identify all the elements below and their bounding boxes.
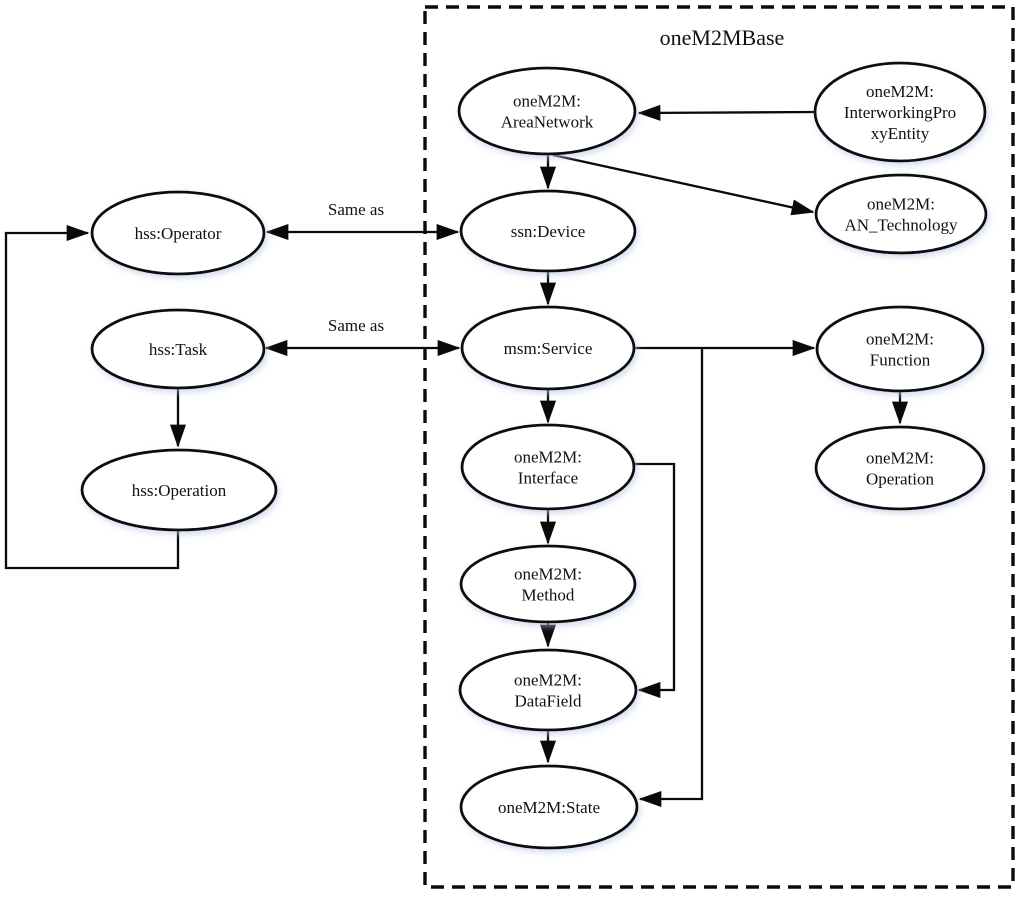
edge-interworkingproxyentity-to-areanetwork xyxy=(637,104,816,121)
node-label-oneM2M-Operation: oneM2M:Operation xyxy=(866,449,934,489)
node-oneM2M-AN_Technology: oneM2M:AN_Technology xyxy=(814,173,988,255)
edges-layer: Same as Same as xyxy=(4,104,909,808)
node-ellipse-ssn-Device xyxy=(459,189,637,273)
node-label-oneM2M-State: oneM2M:State xyxy=(498,798,600,817)
node-label-oneM2M-Interface: oneM2M:Interface xyxy=(514,448,582,488)
container-title: oneM2MBase xyxy=(660,25,785,50)
node-ellipse-oneM2M-Function xyxy=(815,305,985,393)
node-ssn-Device: ssn:Device xyxy=(459,189,637,273)
node-ellipse-oneM2M-DataField xyxy=(458,648,638,732)
node-ellipse-oneM2M-Method xyxy=(459,544,637,624)
node-hss-Task: hss:Task xyxy=(90,308,266,390)
onem2mbase-container-box xyxy=(423,5,1015,889)
node-label-oneM2M-AreaNetwork: oneM2M:AreaNetwork xyxy=(501,92,594,132)
node-hss-Operator: hss:Operator xyxy=(90,190,266,276)
node-ellipse-oneM2M-State xyxy=(459,764,639,850)
node-ellipse-hss-Task xyxy=(90,308,266,390)
edge-areanetwork-to-antechnology xyxy=(552,153,815,216)
edge-label-operator-sameas-device: Same as xyxy=(328,200,384,219)
node-oneM2M-Function: oneM2M:Function xyxy=(815,305,985,393)
node-label-ssn-Device: ssn:Device xyxy=(511,222,586,241)
node-oneM2M-Method: oneM2M:Method xyxy=(459,544,637,624)
node-ellipse-oneM2M-AN_Technology xyxy=(814,173,988,255)
node-ellipse-hss-Operator xyxy=(90,190,266,276)
node-label-oneM2M-AN_Technology: oneM2M:AN_Technology xyxy=(844,195,958,235)
node-label-oneM2M-DataField: oneM2M:DataField xyxy=(514,671,582,711)
node-hss-Operation: hss:Operation xyxy=(80,448,278,532)
nodes-layer: oneM2M:AreaNetwork oneM2M:InterworkingPro… xyxy=(80,61,988,850)
node-ellipse-msm-Service xyxy=(460,305,636,391)
node-label-oneM2M-Function: oneM2M:Function xyxy=(866,330,934,370)
edge-interface-to-datafield xyxy=(631,462,676,699)
node-label-hss-Operator: hss:Operator xyxy=(135,224,222,243)
edge-service-to-state xyxy=(638,348,704,808)
node-oneM2M-State: oneM2M:State xyxy=(459,764,639,850)
node-ellipse-oneM2M-AreaNetwork xyxy=(457,66,637,156)
edge-hssoperation-loop-to-operator xyxy=(4,224,180,570)
node-msm-Service: msm:Service xyxy=(460,305,636,391)
node-oneM2M-Interface: oneM2M:Interface xyxy=(460,423,636,511)
node-label-msm-Service: msm:Service xyxy=(504,339,593,358)
node-label-oneM2M-Method: oneM2M:Method xyxy=(514,565,582,605)
node-oneM2M-Operation: oneM2M:Operation xyxy=(814,425,986,511)
node-ellipse-oneM2M-InterworkingProxyEntity xyxy=(813,61,987,163)
node-label-hss-Operation: hss:Operation xyxy=(132,481,227,500)
node-ellipse-hss-Operation xyxy=(80,448,278,532)
node-oneM2M-DataField: oneM2M:DataField xyxy=(458,648,638,732)
node-ellipse-oneM2M-Interface xyxy=(460,423,636,511)
node-label-hss-Task: hss:Task xyxy=(149,340,208,359)
edge-label-task-sameas-service: Same as xyxy=(328,316,384,335)
node-ellipse-oneM2M-Operation xyxy=(814,425,986,511)
node-oneM2M-AreaNetwork: oneM2M:AreaNetwork xyxy=(457,66,637,156)
